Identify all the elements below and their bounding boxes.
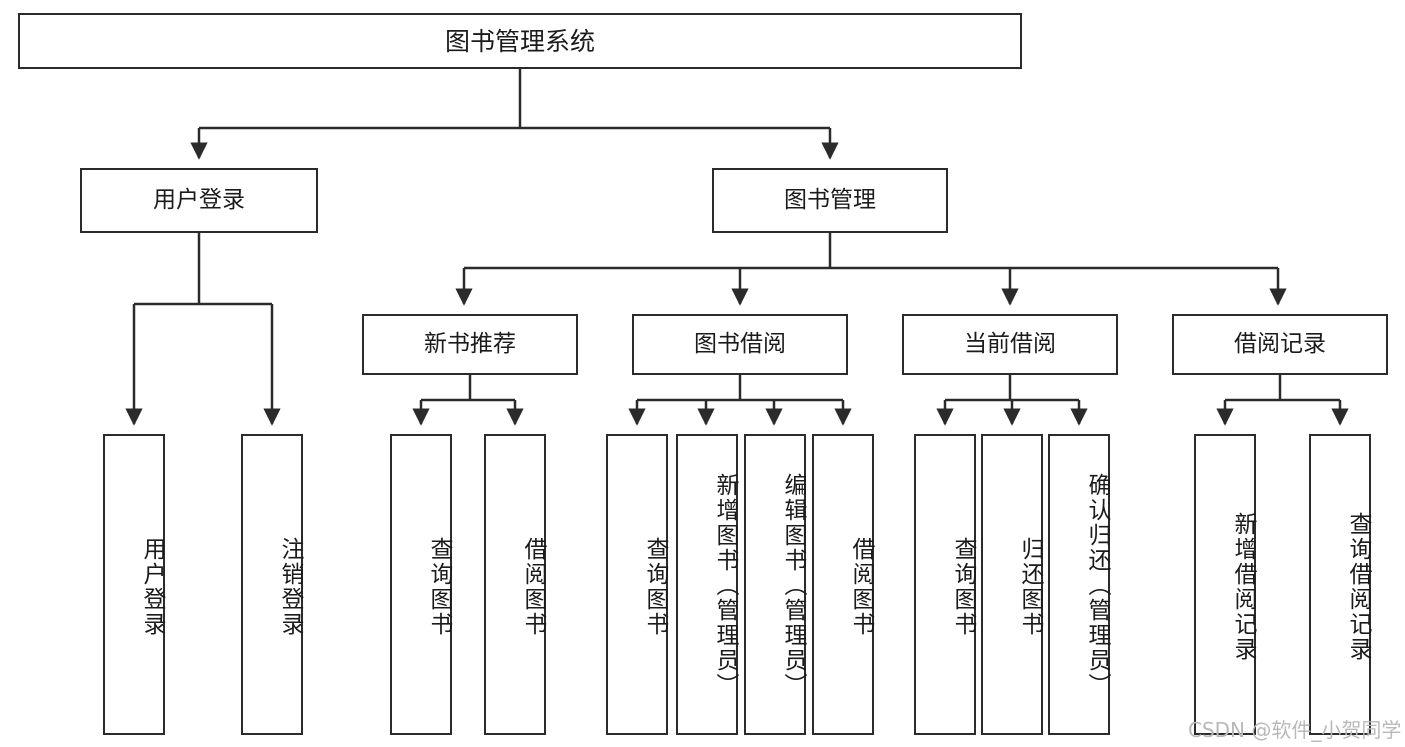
node-leaf-logout-login[interactable]: 注销登录 [241, 434, 303, 735]
node-leaf-user-login[interactable]: 用户登录 [103, 434, 165, 735]
node-borrow-record-label: 借阅记录 [1234, 331, 1326, 357]
node-leaf-query-book-3[interactable]: 查询图书 [914, 434, 976, 735]
node-leaf-add-book-label: 新增图书（管理员） [712, 473, 738, 698]
node-leaf-query-book-2-label: 查询图书 [642, 536, 668, 637]
node-leaf-add-borrow-record[interactable]: 新增借阅记录 [1194, 434, 1256, 735]
node-user-login-label: 用户登录 [153, 187, 245, 213]
node-borrow-record[interactable]: 借阅记录 [1172, 314, 1388, 375]
node-leaf-edit-book[interactable]: 编辑图书（管理员） [744, 434, 806, 735]
node-book-borrow-label: 图书借阅 [694, 331, 786, 357]
node-new-book-recommend[interactable]: 新书推荐 [362, 314, 578, 375]
node-leaf-confirm-return[interactable]: 确认归还（管理员） [1048, 434, 1110, 735]
node-new-book-recommend-label: 新书推荐 [424, 331, 516, 357]
node-leaf-borrow-book-2[interactable]: 借阅图书 [812, 434, 874, 735]
node-current-borrow[interactable]: 当前借阅 [902, 314, 1118, 375]
node-leaf-edit-book-label: 编辑图书（管理员） [780, 473, 806, 698]
node-leaf-confirm-return-label: 确认归还（管理员） [1084, 473, 1110, 698]
node-leaf-query-borrow-record[interactable]: 查询借阅记录 [1309, 434, 1371, 735]
node-leaf-return-book[interactable]: 归还图书 [981, 434, 1043, 735]
node-leaf-user-login-label: 用户登录 [139, 536, 165, 637]
node-book-borrow[interactable]: 图书借阅 [632, 314, 848, 375]
node-root-label: 图书管理系统 [444, 26, 595, 56]
node-leaf-query-borrow-record-label: 查询借阅记录 [1345, 511, 1371, 662]
node-leaf-borrow-book-1-label: 借阅图书 [520, 536, 546, 637]
node-user-login[interactable]: 用户登录 [80, 168, 318, 233]
node-leaf-borrow-book-1[interactable]: 借阅图书 [484, 434, 546, 735]
node-leaf-query-book-3-label: 查询图书 [950, 536, 976, 637]
node-leaf-query-book-2[interactable]: 查询图书 [606, 434, 668, 735]
node-book-manage-label: 图书管理 [784, 187, 876, 213]
node-leaf-add-book[interactable]: 新增图书（管理员） [676, 434, 738, 735]
node-book-manage[interactable]: 图书管理 [712, 168, 948, 233]
node-leaf-logout-login-label: 注销登录 [277, 536, 303, 637]
node-current-borrow-label: 当前借阅 [964, 331, 1056, 357]
node-leaf-return-book-label: 归还图书 [1017, 536, 1043, 637]
node-root[interactable]: 图书管理系统 [18, 13, 1022, 69]
node-leaf-borrow-book-2-label: 借阅图书 [848, 536, 874, 637]
node-leaf-query-book-1-label: 查询图书 [426, 536, 452, 637]
node-leaf-query-book-1[interactable]: 查询图书 [390, 434, 452, 735]
node-leaf-add-borrow-record-label: 新增借阅记录 [1230, 511, 1256, 662]
